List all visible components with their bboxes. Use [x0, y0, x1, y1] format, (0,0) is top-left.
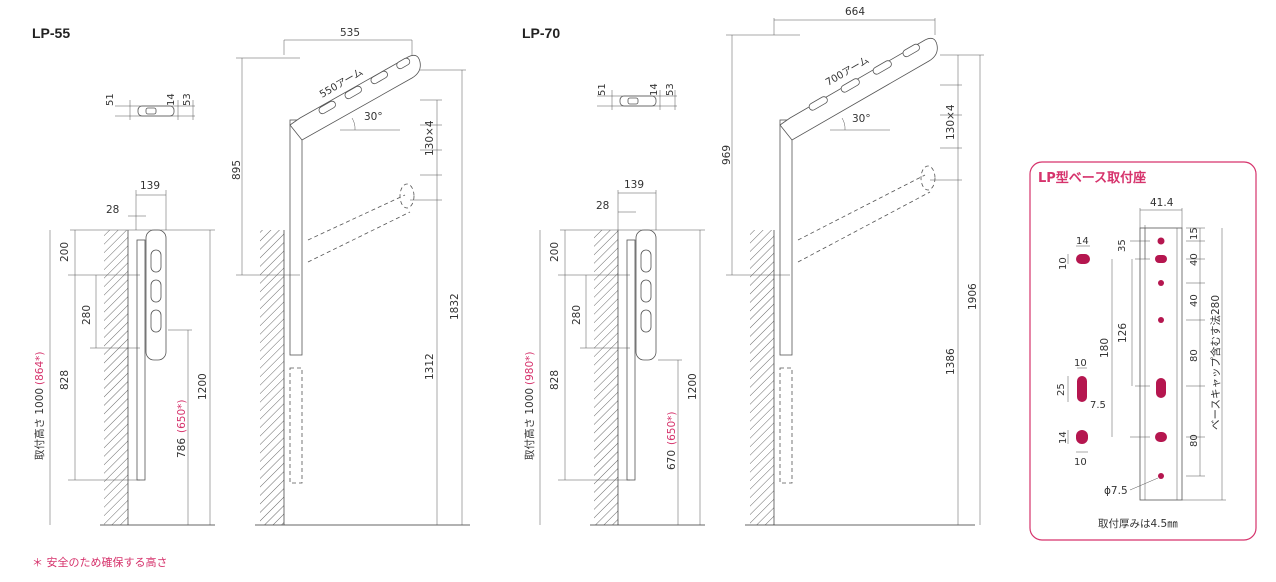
lp55-side-view: 139 28 200 280 828 取付高さ 1000 (864*) 1200…: [33, 180, 215, 526]
lp70-side-top: 200: [549, 242, 561, 262]
base-d40b: 40: [1189, 294, 1200, 307]
slot3-height: 14: [1058, 431, 1069, 444]
base-holes: [1155, 237, 1167, 479]
lp55-side-hook: 280: [81, 305, 93, 325]
lp70-lower-height: 1386: [945, 348, 957, 375]
lp55-side-1200: 1200: [197, 373, 209, 400]
lp70-diagram: LP-70 51 14 53 139 2: [522, 6, 984, 526]
base-total-label: ベースキャップ含むす法280: [1209, 295, 1222, 430]
base-d126: 126: [1117, 323, 1129, 343]
slot1-width: 14: [1076, 236, 1089, 247]
lp70-end-53: 53: [665, 83, 676, 96]
lp70-total-height: 1906: [967, 283, 979, 310]
lp70-mount-height-safe: (980*): [524, 352, 536, 385]
lp70-end-51: 51: [597, 83, 608, 96]
lp55-side-786-safe: (650*): [176, 400, 188, 433]
lp55-side-width: 139: [140, 180, 160, 192]
lp55-mount-height-safe: (864*): [34, 352, 46, 385]
lp55-end-view: 51 14 53: [105, 93, 195, 120]
lp70-front-view: 700アーム 30° 664 969 130×4 1906: [721, 6, 984, 526]
slot1-height: 10: [1058, 257, 1069, 270]
lp70-end-view: 51 14 53: [597, 83, 677, 110]
lp55-side-depth: 28: [106, 204, 119, 216]
slot-detail-2: 10 25 7.5: [1056, 358, 1106, 411]
lp55-end-14: 14: [166, 93, 177, 106]
lp55-diagram: LP-55 51 14 53 139: [32, 25, 470, 526]
slot-detail-1: 14 10: [1058, 236, 1090, 270]
slot3-width: 10: [1074, 457, 1087, 468]
base-d15: 15: [1189, 227, 1200, 240]
base-d80a: 80: [1189, 349, 1200, 362]
lp55-side-top: 200: [59, 242, 71, 262]
lp70-side-hook: 280: [571, 305, 583, 325]
base-d35: 35: [1117, 239, 1128, 252]
lp55-end-51: 51: [105, 93, 116, 106]
lp70-end-14: 14: [649, 83, 660, 96]
base-d80b: 80: [1189, 434, 1200, 447]
lp55-side-786: 786: [176, 438, 188, 458]
slot2-width: 10: [1074, 358, 1087, 369]
lp55-front-view: 550アーム 30° 535 895 130×4 1832: [231, 27, 470, 526]
base-thickness: 取付厚みは4.5㎜: [1098, 517, 1178, 530]
lp70-angle: 30°: [852, 113, 871, 125]
base-d40a: 40: [1189, 253, 1200, 266]
lp70-side-786-safe: (650*): [666, 412, 678, 445]
slot-detail-3: 14 10: [1058, 430, 1088, 468]
lp55-angle: 30°: [364, 111, 383, 123]
lp55-end-53: 53: [182, 93, 193, 106]
slot2-height: 25: [1056, 383, 1067, 396]
base-d180: 180: [1099, 338, 1111, 358]
lp70-side-depth: 28: [596, 200, 609, 212]
lp70-mount-height: 取付高さ 1000: [523, 388, 536, 460]
safety-footnote: ＊ 安全のため確保する高さ: [32, 555, 168, 569]
lp70-arm-height: 969: [721, 145, 733, 165]
lp70-side-786: 670: [666, 450, 678, 470]
slot2-radius: 7.5: [1090, 400, 1106, 411]
lp70-side-1200: 1200: [687, 373, 699, 400]
lp70-side-view: 139 28 200 280 828 取付高さ 1000 (980*) 1200…: [523, 179, 705, 526]
lp55-top-width: 535: [340, 27, 360, 39]
model-title-lp70: LP-70: [522, 25, 560, 41]
base-hole-diameter: ϕ7.5: [1104, 485, 1128, 497]
lp55-mount-height: 取付高さ 1000: [33, 388, 46, 460]
lp70-side-width: 139: [624, 179, 644, 191]
base-panel-title: LP型ベース取付座: [1038, 170, 1146, 186]
lp55-arm-height: 895: [231, 160, 243, 180]
lp70-side-828: 828: [549, 370, 561, 390]
base-width: 41.4: [1150, 197, 1174, 209]
lp55-pitch: 130×4: [424, 120, 436, 156]
lp55-lower-height: 1312: [424, 353, 436, 380]
lp-base-panel: LP型ベース取付座 41.4 15 40 40 80 80: [1029, 161, 1257, 541]
lp55-total-height: 1832: [449, 293, 461, 320]
lp70-pitch: 130×4: [945, 104, 957, 140]
lp70-top-width: 664: [845, 6, 865, 18]
model-title-lp55: LP-55: [32, 25, 70, 41]
lp55-side-828: 828: [59, 370, 71, 390]
